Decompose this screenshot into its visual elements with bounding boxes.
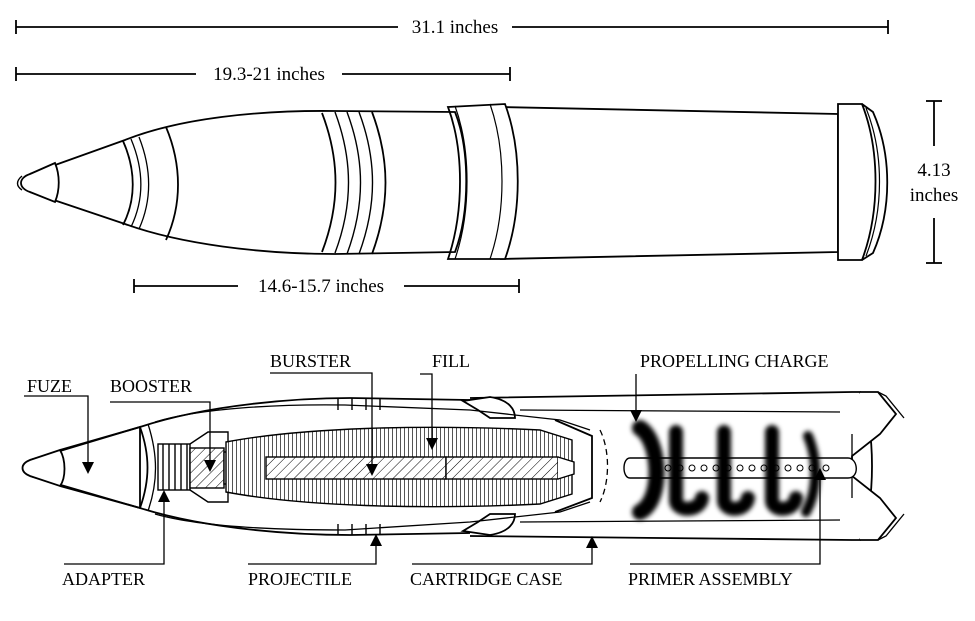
- dimension-lines: [15, 20, 942, 293]
- cutaway-fuze: [21, 448, 66, 488]
- label-fuze: FUZE: [27, 376, 72, 396]
- exterior-view: [16, 103, 889, 261]
- cutaway-view: [21, 391, 905, 541]
- case-mouth-band: [446, 103, 519, 260]
- projectile-body-outline: [29, 110, 468, 255]
- body-length-label: 14.6-15.7 inches: [258, 276, 384, 297]
- overall-length-label: 31.1 inches: [412, 17, 499, 38]
- diameter-unit-label: inches: [910, 185, 959, 206]
- label-propelling-charge: PROPELLING CHARGE: [640, 351, 829, 371]
- diameter-value-label: 4.13: [917, 160, 950, 181]
- fuze-tip: [20, 161, 60, 204]
- burster-tube: [265, 456, 575, 480]
- propelling-charge: [632, 420, 821, 520]
- label-projectile: PROJECTILE: [248, 569, 352, 589]
- label-cartridge-case: CARTRIDGE CASE: [410, 569, 562, 589]
- label-booster: BOOSTER: [110, 376, 192, 396]
- projectile-length-label: 19.3-21 inches: [213, 64, 325, 85]
- leader-arrowheads: [82, 410, 826, 548]
- label-primer-assembly: PRIMER ASSEMBLY: [628, 569, 793, 589]
- label-adapter: ADAPTER: [62, 569, 145, 589]
- case-rim: [837, 103, 877, 261]
- label-burster: BURSTER: [270, 351, 351, 371]
- label-fill: FILL: [432, 351, 470, 371]
- cartridge-case-outline: [499, 106, 839, 260]
- leader-lines: [24, 372, 821, 565]
